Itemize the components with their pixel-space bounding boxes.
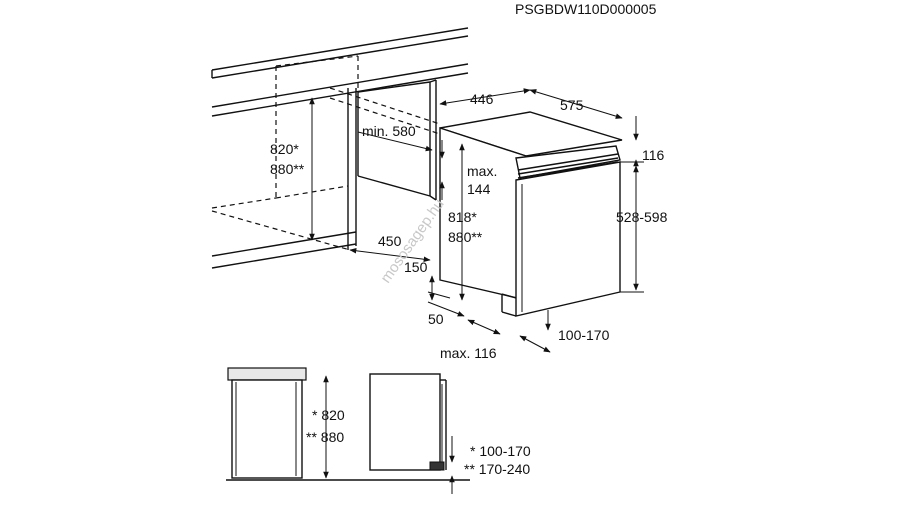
label-niche-height: 820* (270, 141, 299, 157)
label-front-height: * 820 (312, 407, 345, 423)
kitchen-niche (211, 27, 469, 269)
label-niche-depth-min: min. 580 (362, 123, 416, 139)
label-plinth-height: 150 (404, 259, 428, 275)
label-niche-height-alt: 880** (270, 161, 305, 177)
label-top-offset: 116 (642, 147, 665, 163)
label-side-range: * 100-170 (470, 443, 531, 459)
label-niche-width: 450 (378, 233, 402, 249)
front-view: * 820 ** 880 (227, 367, 345, 479)
dimension-labels-upper: 820* 880** min. 580 450 446 575 116 max.… (270, 91, 668, 361)
label-front-height-alt: ** 880 (306, 429, 344, 445)
label-top-depth: 575 (560, 97, 584, 113)
dimension-lines-upper (309, 88, 644, 353)
label-max: max. (467, 163, 497, 179)
side-view: * 100-170 ** 170-240 (369, 373, 531, 494)
label-max-bottom: max. 116 (440, 345, 497, 361)
label-side-range-alt: ** 170-240 (464, 461, 530, 477)
label-appliance-height-alt: 880** (448, 229, 483, 245)
label-max-value: 144 (467, 181, 491, 197)
label-appliance-height: 818* (448, 209, 477, 225)
label-plinth-range: 100-170 (558, 327, 610, 343)
label-plinth-setback: 50 (428, 311, 444, 327)
label-top-width: 446 (470, 91, 494, 107)
label-panel-height: 528-598 (616, 209, 668, 225)
model-code: PSGBDW110D000005 (515, 1, 657, 17)
